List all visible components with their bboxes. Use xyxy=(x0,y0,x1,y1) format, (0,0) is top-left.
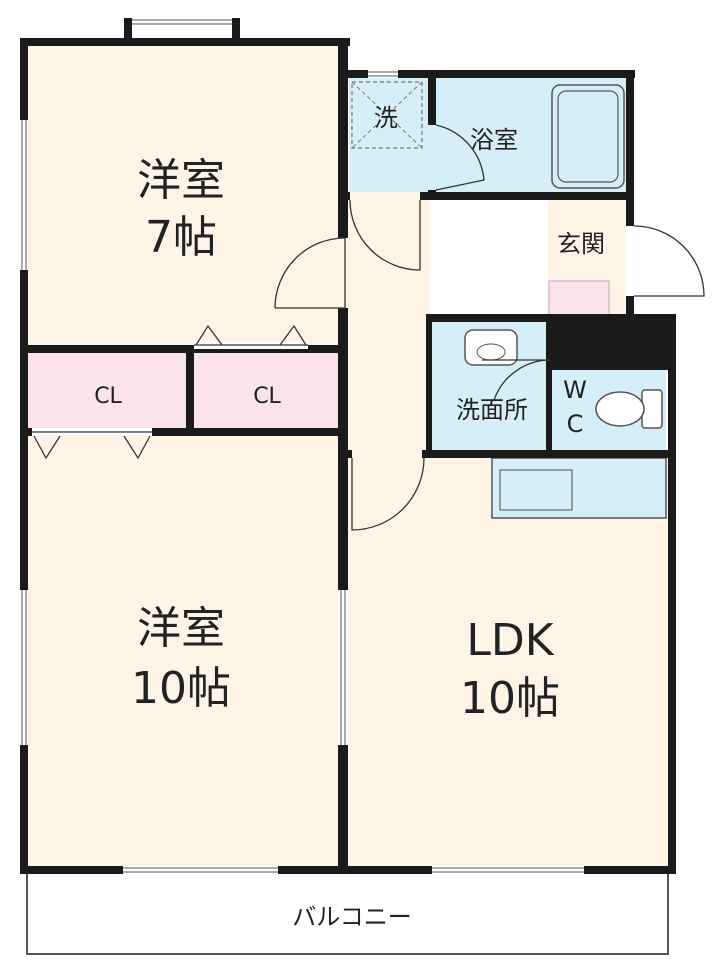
washer-pan xyxy=(351,81,423,149)
balcony-area xyxy=(26,868,669,955)
walls xyxy=(20,18,676,874)
washroom-label: 洗面所 xyxy=(456,396,528,424)
washbasin-icon xyxy=(464,329,518,366)
toilet-icon xyxy=(595,389,663,429)
closet-2-label: CL xyxy=(253,384,281,409)
entrance-label: 玄関 xyxy=(557,230,605,258)
room-ldk-name: LDK xyxy=(466,615,554,666)
wc-label-w: W xyxy=(563,376,587,404)
bath-label: 浴室 xyxy=(470,126,518,154)
wc-label-c: C xyxy=(567,410,584,438)
room-western-10-floor xyxy=(27,432,345,869)
room-ldk-floor xyxy=(345,454,668,869)
room-western-7-floor xyxy=(27,42,345,348)
doors xyxy=(274,124,705,531)
room-western-7-name: 洋室 xyxy=(137,155,225,206)
entrance-mat xyxy=(548,280,610,318)
kitchen-sink xyxy=(499,469,573,511)
kitchen-counter xyxy=(491,457,667,519)
room-ldk-size: 10帖 xyxy=(460,673,560,724)
closet-1-label: CL xyxy=(94,384,122,409)
windows xyxy=(20,18,584,874)
balcony-label: バルコニー xyxy=(292,903,412,931)
closet-1-area xyxy=(27,350,188,430)
closet-doors xyxy=(32,324,308,460)
closet-2-area xyxy=(193,350,343,430)
bathtub xyxy=(551,84,625,189)
bath-area xyxy=(436,77,630,194)
room-western-7-size: 7帖 xyxy=(145,212,217,263)
washer-area xyxy=(349,77,431,194)
room-western-10-name: 洋室 xyxy=(137,603,225,654)
room-western-10-size: 10帖 xyxy=(131,663,231,714)
hallway-floor xyxy=(345,196,430,454)
washer-label: 洗 xyxy=(374,104,398,132)
